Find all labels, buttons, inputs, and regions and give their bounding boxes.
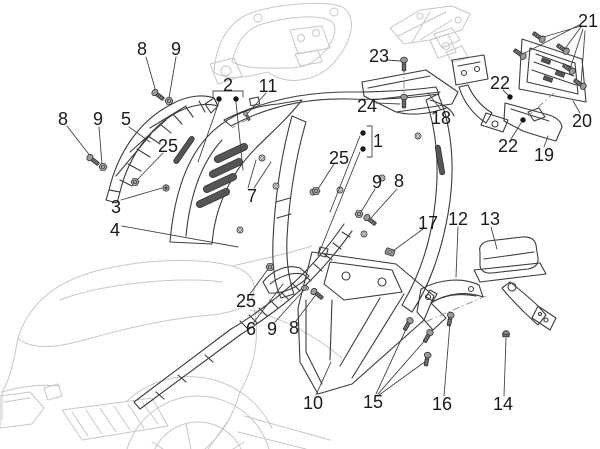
callout-9-left: 9 bbox=[92, 109, 104, 129]
part-17-clip bbox=[384, 247, 396, 257]
callout-15: 15 bbox=[362, 392, 384, 412]
callout-5: 5 bbox=[120, 109, 132, 129]
part-13-taillight bbox=[473, 236, 557, 331]
nut-icon bbox=[98, 163, 108, 171]
callout-9-right: 9 bbox=[371, 172, 383, 192]
callout-8-top: 8 bbox=[136, 39, 148, 59]
part-10-inner-fender bbox=[297, 246, 438, 395]
callout-7: 7 bbox=[246, 186, 258, 206]
ghost-scooter-body bbox=[0, 245, 343, 449]
nut-icon bbox=[265, 263, 275, 271]
screw-icon bbox=[150, 87, 167, 103]
callout-10: 10 bbox=[302, 393, 324, 413]
callout-22-top: 22 bbox=[489, 73, 511, 93]
point-marker-icon bbox=[360, 130, 366, 136]
callout-16: 16 bbox=[431, 394, 453, 414]
screw-icon bbox=[530, 29, 547, 45]
part-6-small-cover bbox=[262, 266, 310, 294]
callout-6: 6 bbox=[245, 319, 257, 339]
part-5-side-trim bbox=[105, 95, 219, 204]
callout-18: 18 bbox=[430, 108, 452, 128]
grommet-icon bbox=[162, 184, 170, 192]
screw-icon bbox=[400, 56, 408, 72]
fasteners bbox=[85, 29, 588, 367]
screw-icon bbox=[511, 46, 528, 62]
callout-17: 17 bbox=[417, 213, 439, 233]
taillight-support-bracket bbox=[451, 54, 509, 133]
screw-icon bbox=[422, 351, 432, 367]
centerlines bbox=[231, 67, 555, 325]
callout-8-bottom: 8 bbox=[288, 318, 300, 338]
nut-icon bbox=[130, 178, 140, 186]
callout-23: 23 bbox=[368, 46, 390, 66]
callout-4: 4 bbox=[109, 220, 121, 240]
callout-9-bottom: 9 bbox=[266, 319, 278, 339]
screw-icon bbox=[309, 286, 326, 302]
callout-14: 14 bbox=[492, 394, 514, 414]
callout-1: 1 bbox=[372, 131, 384, 151]
callout-25-left: 25 bbox=[157, 136, 179, 156]
point-marker-icon bbox=[360, 146, 366, 152]
point-marker-icon bbox=[507, 94, 513, 100]
part-7-fairing-panels bbox=[133, 86, 453, 410]
callout-8-right: 8 bbox=[393, 171, 405, 191]
screw-icon bbox=[401, 316, 415, 333]
screw-icon bbox=[85, 152, 102, 168]
ghost-rack-bracket bbox=[389, 5, 471, 63]
callout-9-top: 9 bbox=[170, 39, 182, 59]
callout-13: 13 bbox=[479, 209, 501, 229]
leader-lines bbox=[66, 24, 586, 397]
callout-11: 11 bbox=[258, 76, 278, 96]
callout-2: 2 bbox=[222, 75, 234, 95]
callout-20: 20 bbox=[571, 111, 593, 131]
screw-icon bbox=[362, 212, 379, 228]
callout-22-bottom: 22 bbox=[497, 136, 519, 156]
callout-19: 19 bbox=[533, 145, 555, 165]
part-18-guard-panel bbox=[361, 69, 459, 117]
point-marker-icon bbox=[216, 96, 222, 102]
point-marker-icon bbox=[233, 96, 239, 102]
screw-icon bbox=[421, 328, 435, 345]
cap-nut-icon bbox=[502, 330, 510, 338]
part-20-plate-frame bbox=[518, 38, 587, 103]
washer-icon bbox=[300, 285, 310, 291]
ghost-luggage-rack bbox=[209, 2, 352, 85]
callout-8-left: 8 bbox=[57, 109, 69, 129]
nut-icon bbox=[354, 210, 364, 218]
callout-21: 21 bbox=[577, 11, 599, 31]
callout-24: 24 bbox=[356, 96, 378, 116]
nut-icon bbox=[311, 187, 321, 195]
screw-icon bbox=[400, 93, 408, 109]
point-marker-icon bbox=[520, 117, 526, 123]
callout-25-mid: 25 bbox=[328, 148, 350, 168]
callout-12: 12 bbox=[447, 209, 469, 229]
callout-3: 3 bbox=[110, 197, 122, 217]
screw-icon bbox=[445, 311, 455, 327]
callout-25-bottom: 25 bbox=[235, 291, 257, 311]
nut-icon bbox=[164, 97, 174, 105]
part-12-bracket bbox=[416, 279, 484, 331]
